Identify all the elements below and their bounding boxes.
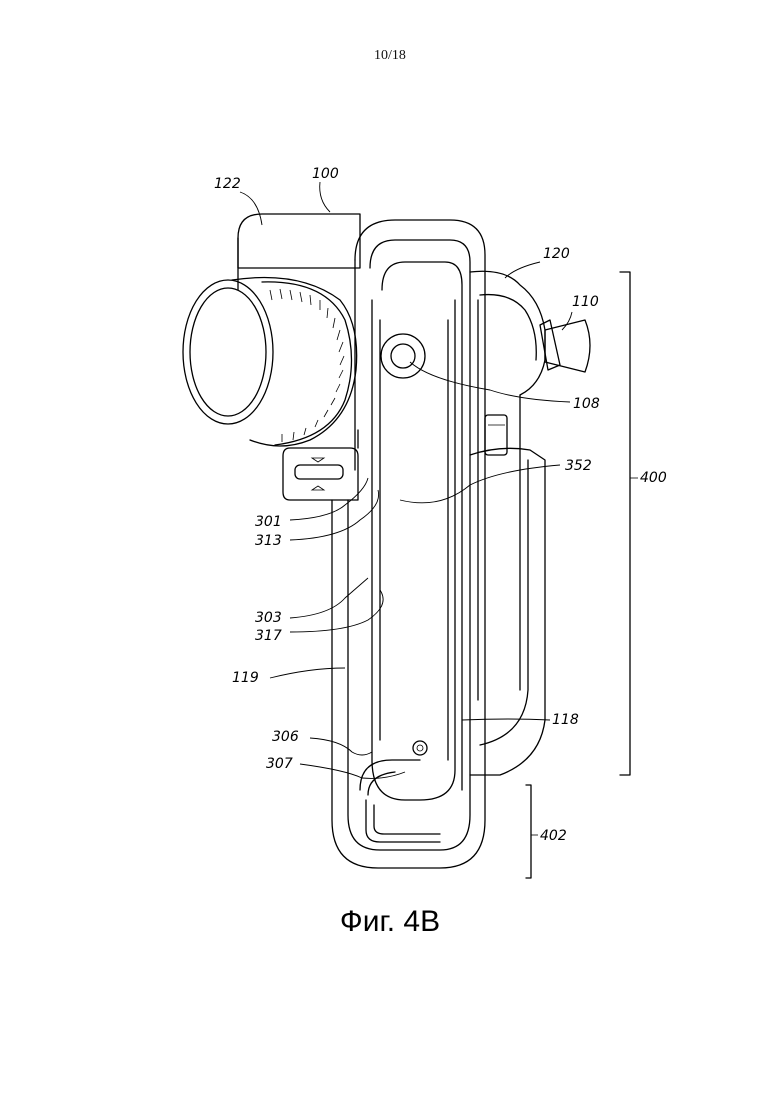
focus-knob [183,278,357,447]
label-301: 301 [255,514,282,530]
inner-slide [360,300,455,842]
label-119: 119 [232,670,259,686]
label-303: 303 [255,610,282,626]
label-352: 352 [565,458,592,474]
leader-lines [240,182,572,778]
label-402: 402 [540,828,567,844]
label-307: 307 [266,756,293,772]
label-120: 120 [543,246,570,262]
label-306: 306 [272,729,299,745]
selector-switch [283,430,358,500]
dimension-brackets [526,272,638,878]
label-400: 400 [640,470,667,486]
label-118: 118 [552,712,579,728]
label-100: 100 [312,166,339,182]
device-body [238,214,590,775]
figure-caption: Фиг. 4В [0,905,780,939]
outer-loop-frame [332,220,485,868]
label-122: 122 [214,176,241,192]
label-108: 108 [573,396,600,412]
label-317: 317 [255,628,282,644]
label-313: 313 [255,533,282,549]
label-110: 110 [572,294,599,310]
